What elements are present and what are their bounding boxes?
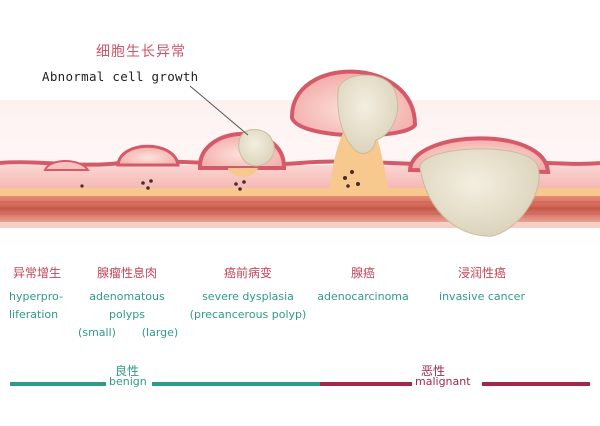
stage-adenocarcinoma-cn: 腺癌 (350, 266, 376, 280)
stage-adenocarcinoma-en: adenocarcinoma (317, 290, 409, 303)
stage-invasive-cn: 浸润性癌 (457, 266, 507, 280)
stage-hyperproliferation-en-line1: hyperpro- (9, 290, 63, 303)
submucosa-layer (0, 188, 600, 196)
callout-title-en: Abnormal cell growth (42, 69, 199, 84)
stage-adenomatous-en-line2: polyps (109, 308, 145, 321)
stage-adenomatous-small: (small) (78, 326, 116, 339)
stage-hyperproliferation-cn: 异常增生 (12, 266, 62, 280)
cell-dots (80, 170, 360, 191)
tumor-invasive (419, 148, 540, 237)
small-polyp-1 (116, 144, 180, 167)
stage-dysplasia-en-line1: severe dysplasia (202, 290, 294, 303)
stage-adenomatous-cn: 腺瘤性息肉 (96, 266, 158, 280)
callout-line (189, 85, 249, 136)
stage-adenomatous-large: (large) (141, 326, 179, 339)
stage-dysplasia-en-line2: (precancerous polyp) (189, 308, 307, 321)
small-polyp-2 (43, 160, 90, 171)
callout-title-cn: 细胞生长异常 (96, 44, 186, 60)
scale-benign-en: benign (109, 375, 147, 388)
stage-invasive-en: invasive cancer (439, 290, 525, 303)
stage-adenomatous-en-line1: adenomatous (89, 290, 165, 303)
serosa-layer (0, 222, 600, 228)
tumor-adenocarcinoma (337, 74, 399, 154)
scale-benign-cn: 良性 (115, 364, 140, 378)
malignant-bar-left (320, 382, 412, 386)
malignant-bar-right (482, 382, 590, 386)
benign-bar-left (10, 382, 106, 386)
stage-hyperproliferation-en-line2: liferation (9, 308, 59, 321)
tumor-precancerous (238, 129, 275, 167)
stage-dysplasia-cn: 癌前病变 (223, 266, 273, 280)
precancerous-stalk (228, 168, 258, 177)
scale-malignant-en: malignant (415, 375, 471, 388)
benign-bar-right (152, 382, 320, 386)
scale-malignant-cn: 恶性 (421, 364, 446, 378)
